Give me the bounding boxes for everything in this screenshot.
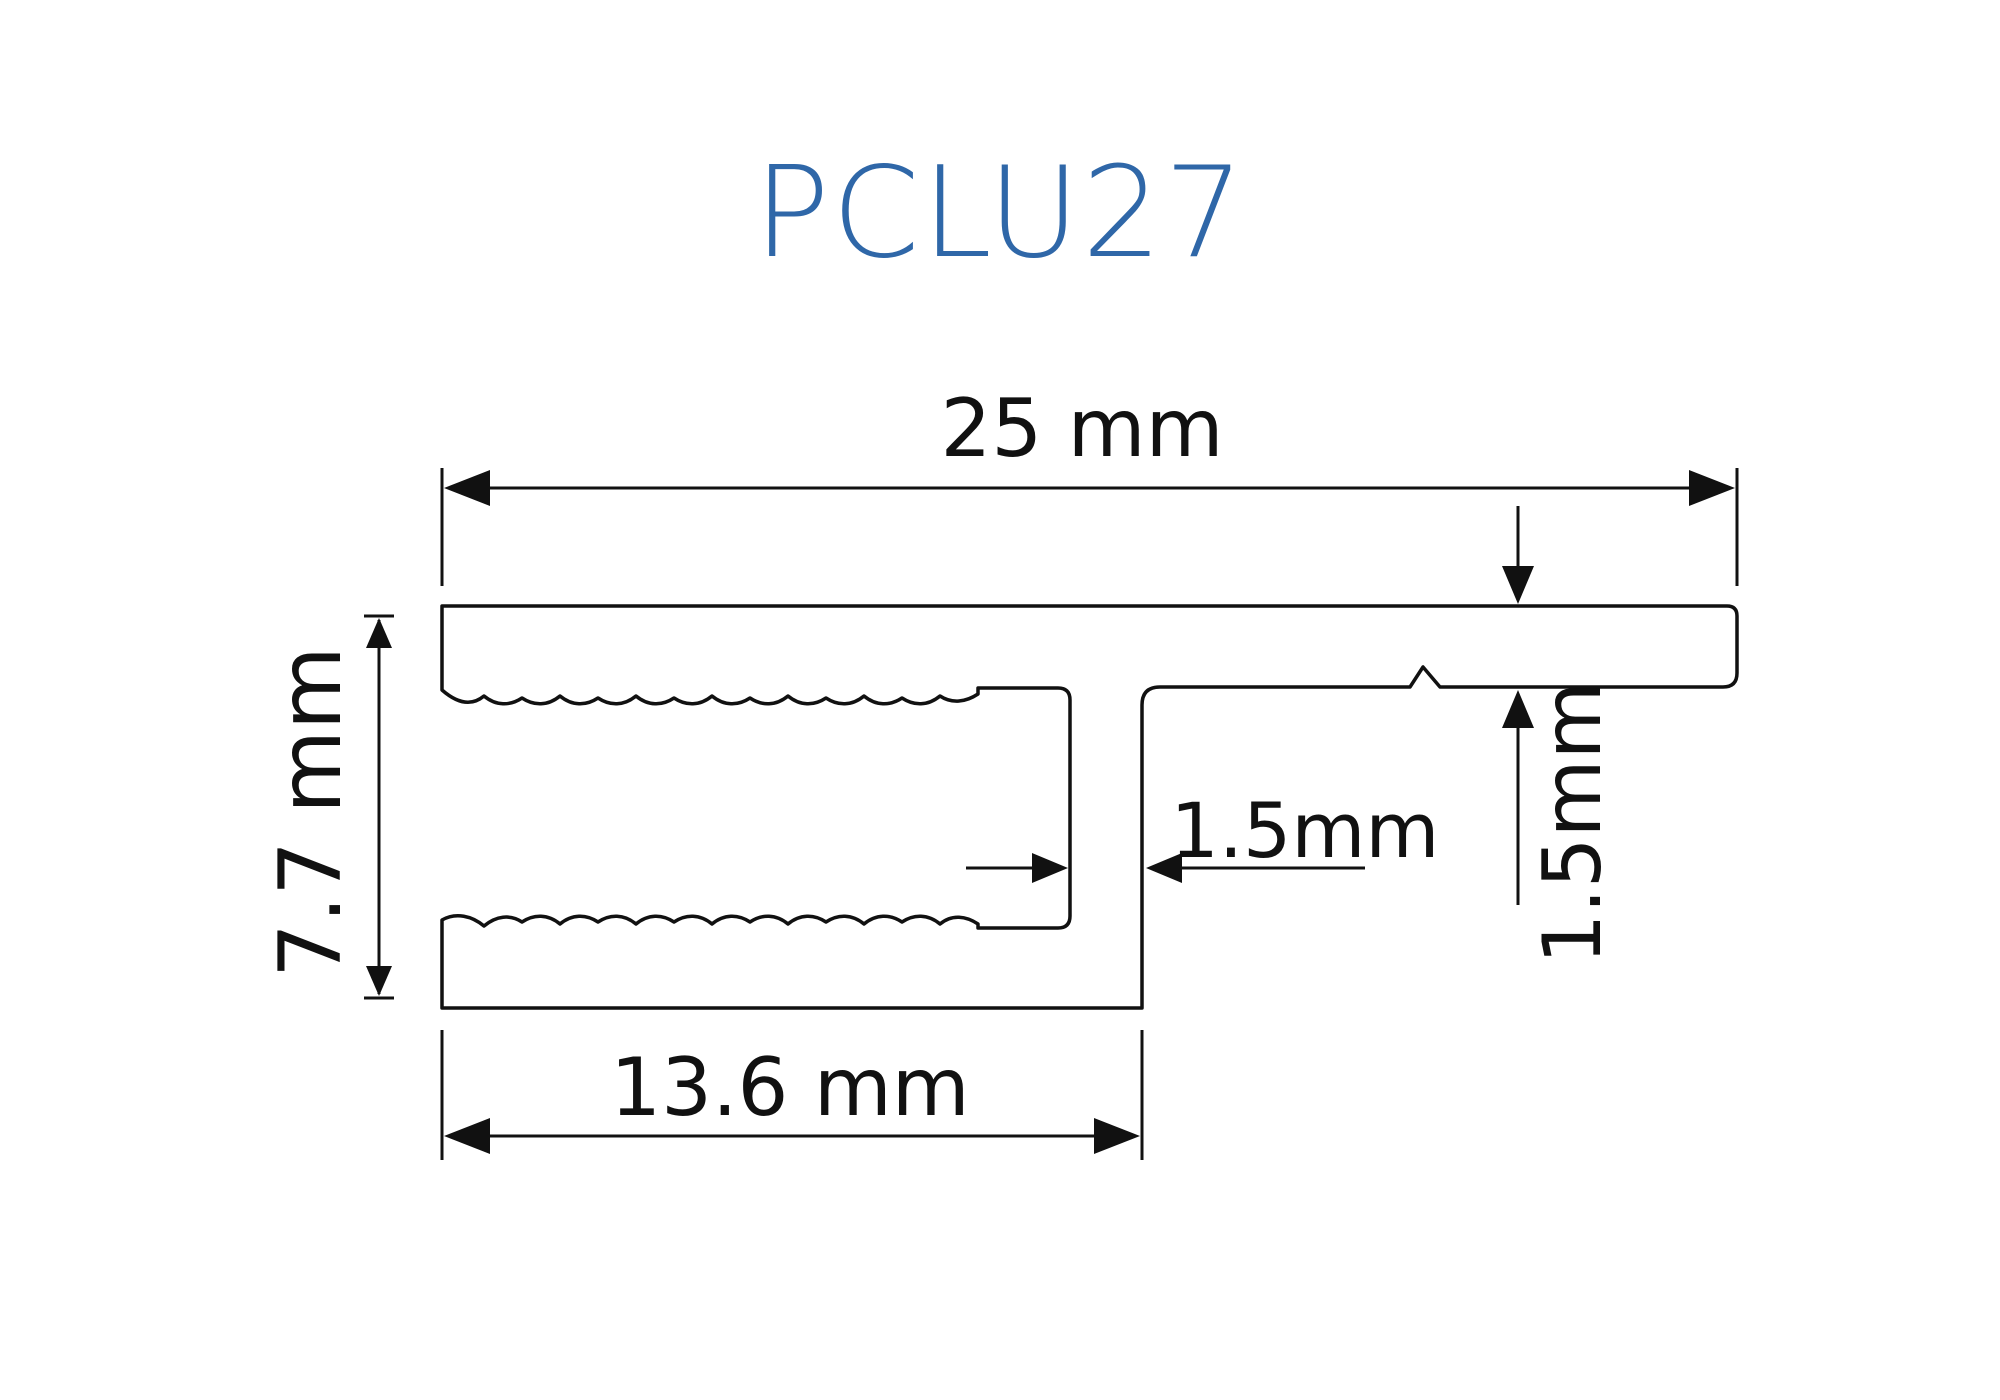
arrow-right-icon [1094,1118,1140,1154]
dimension-height: 7.7 mm [261,614,394,1000]
arrow-down-icon [1502,566,1534,604]
arrow-right-icon [1032,853,1068,883]
flange-thickness-label: 1.5mm [1526,681,1619,964]
dimension-flange-thickness: 1.5mm [1502,506,1619,965]
arrow-up-icon [1502,690,1534,728]
arrow-right-icon [1689,470,1735,506]
product-title: PCLU27 [753,139,1247,286]
height-label: 7.7 mm [261,646,361,978]
profile-outline [440,604,1739,1010]
overall-width-label: 25 mm [940,382,1223,475]
channel-width-label: 13.6 mm [610,1041,969,1134]
profile-shape [440,604,1739,1010]
arrow-up-icon [366,618,392,648]
dimension-channel-width: 13.6 mm [440,1030,1144,1160]
dimension-wall-thickness: 1.5mm [966,786,1439,883]
wall-thickness-label: 1.5mm [1171,786,1440,875]
dimension-overall-width: 25 mm [440,382,1739,586]
arrow-down-icon [366,966,392,996]
arrow-left-icon [1146,853,1182,883]
arrow-left-icon [444,1118,490,1154]
arrow-left-icon [444,470,490,506]
